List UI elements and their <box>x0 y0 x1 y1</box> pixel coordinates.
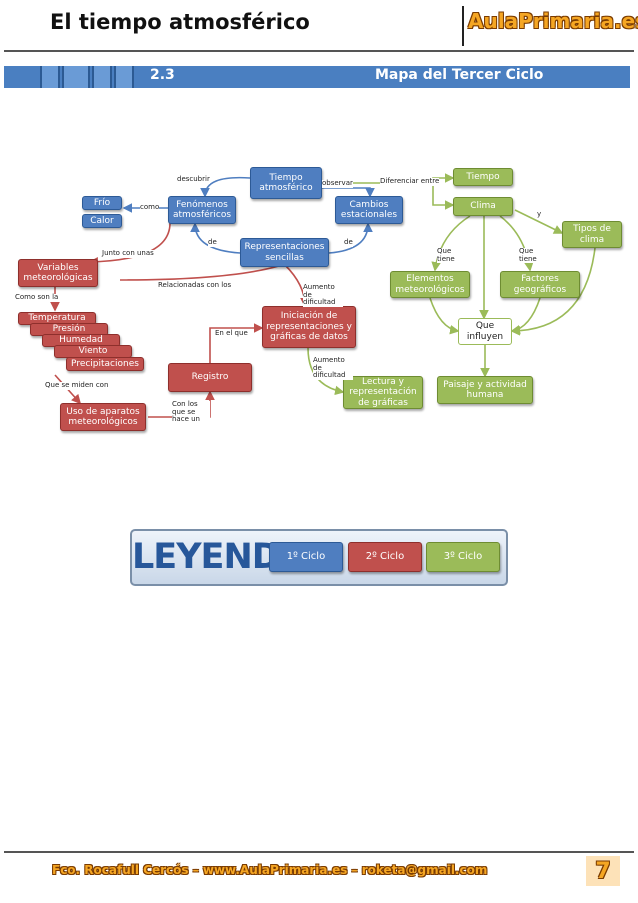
label-aumento-1: Aumento de dificultad <box>303 283 343 308</box>
section-title: Mapa del Tercer Ciclo <box>375 67 544 83</box>
label-como: como <box>140 203 160 212</box>
section-bar-block <box>114 66 134 88</box>
label-observar: observar <box>322 179 353 188</box>
brand-logo: AulaPrimaria.es <box>468 9 638 33</box>
node-tipos-clima: Tipos de clima <box>562 221 622 248</box>
section-number: 2.3 <box>150 67 175 83</box>
label-relacionadas: Relacionadas con los <box>158 281 232 290</box>
label-de-right: de <box>344 238 353 247</box>
legend: LEYENDA 1º Ciclo 2º Ciclo 3º Ciclo <box>130 529 508 586</box>
legend-second-cycle: 2º Ciclo <box>348 542 422 572</box>
node-iniciacion-graficas: Iniciación de representaciones y gráfica… <box>262 306 356 348</box>
label-que-tiene-2: Que tiene <box>519 247 541 264</box>
node-que-influyen: Que influyen <box>458 318 512 345</box>
label-con-los-que: Con los que se hace un <box>172 400 210 425</box>
footer-credits: Fco. Rocafull Cercós – www.AulaPrimaria.… <box>52 863 488 877</box>
label-y: y <box>537 210 542 219</box>
node-frio: Frío <box>82 196 122 210</box>
header-divider <box>462 6 464 46</box>
section-bar-block <box>92 66 112 88</box>
page-title: El tiempo atmosférico <box>50 10 310 34</box>
legend-third-cycle: 3º Ciclo <box>426 542 500 572</box>
node-clima: Clima <box>453 197 513 216</box>
label-en-el-que: En el que <box>215 329 248 338</box>
footer-rule <box>4 851 634 853</box>
node-elementos-meteorologicos: Elementos meteorológicos <box>390 271 470 298</box>
label-se-miden: Que se miden con <box>45 381 109 390</box>
label-descubrir: descubrir <box>177 175 210 184</box>
node-tiempo-atmosferico: Tiempo atmosférico <box>250 167 322 199</box>
node-fenomenos-atmosfericos: Fenómenos atmosféricos <box>168 196 236 224</box>
node-lectura-graficas: Lectura y representación de gráficas <box>343 376 423 409</box>
node-tiempo: Tiempo <box>453 168 513 186</box>
label-aumento-2: Aumento de dificultad <box>313 356 353 381</box>
label-diferenciar: Diferenciar entre <box>380 177 440 186</box>
section-bar-block <box>40 66 60 88</box>
page-number: 7 <box>586 856 620 886</box>
node-calor: Calor <box>82 214 122 228</box>
node-factores-geograficos: Factores geográficos <box>500 271 580 298</box>
node-paisaje-actividad: Paisaje y actividad humana <box>437 376 533 404</box>
node-registro: Registro <box>168 363 252 392</box>
label-de-left: de <box>208 238 217 247</box>
label-junto-con-unas: Junto con unas <box>102 249 154 258</box>
node-variables-meteorologicas: Variables meteorológicas <box>18 259 98 287</box>
node-representaciones-sencillas: Representaciones sencillas <box>240 238 329 267</box>
node-uso-aparatos: Uso de aparatos meteorológicos <box>60 403 146 431</box>
node-cambios-estacionales: Cambios estacionales <box>335 196 403 224</box>
label-que-tiene-1: Que tiene <box>437 247 459 264</box>
legend-first-cycle: 1º Ciclo <box>269 542 343 572</box>
node-precipitaciones: Precipitaciones <box>66 357 144 371</box>
header-rule <box>4 50 634 52</box>
label-como-son: Como son la <box>15 293 59 302</box>
section-bar <box>4 66 630 88</box>
section-bar-block <box>62 66 90 88</box>
